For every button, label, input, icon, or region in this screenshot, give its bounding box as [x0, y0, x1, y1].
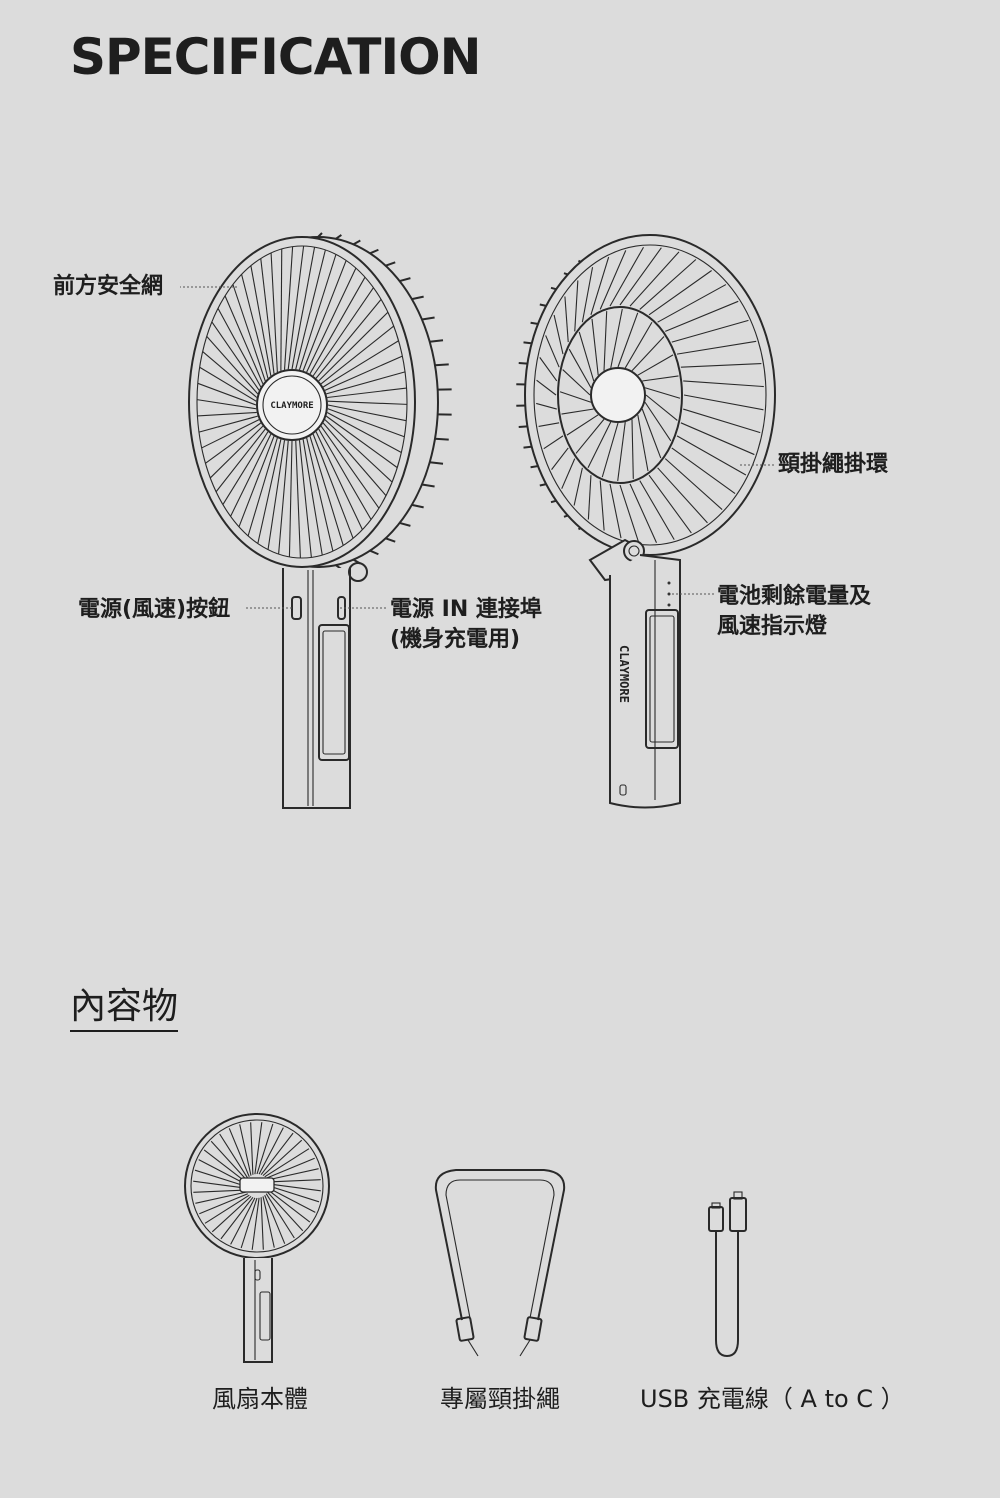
label-power-in: 電源 IN 連接埠 (機身充電用) [390, 595, 542, 655]
contents-fan-icon [184, 1113, 330, 1363]
contents-item-fan-label: 風扇本體 [212, 1385, 308, 1413]
label-lanyard-ring: 頸掛繩掛環 [778, 452, 889, 477]
page-title: SPECIFICATION [70, 28, 481, 86]
contents-item-cable-label: USB 充電線（ A to C ） [640, 1385, 905, 1413]
contents-item-lanyard-label: 專屬頸掛繩 [440, 1385, 560, 1413]
brand-logo-handle: CLAYMORE [617, 645, 631, 703]
brand-logo-front: CLAYMORE [270, 401, 313, 411]
label-power-button: 電源(風速)按鈕 [78, 597, 231, 622]
contents-lanyard-icon [434, 1169, 566, 1357]
back-fan-icon: CLAYMORE [516, 234, 776, 809]
contents-usb-cable-icon [708, 1191, 747, 1358]
label-indicator-line2: 風速指示燈 [717, 614, 828, 639]
label-front-guard: 前方安全網 [53, 274, 164, 299]
label-indicator: 電池剩餘電量及 風速指示燈 [717, 582, 871, 642]
label-indicator-line1: 電池剩餘電量及 [717, 584, 872, 609]
label-power-in-line2: (機身充電用) [390, 627, 521, 652]
label-power-in-line1: 電源 IN 連接埠 [390, 597, 542, 622]
contents-title: 內容物 [70, 986, 179, 1032]
front-fan-icon: CLAYMORE [180, 232, 452, 809]
